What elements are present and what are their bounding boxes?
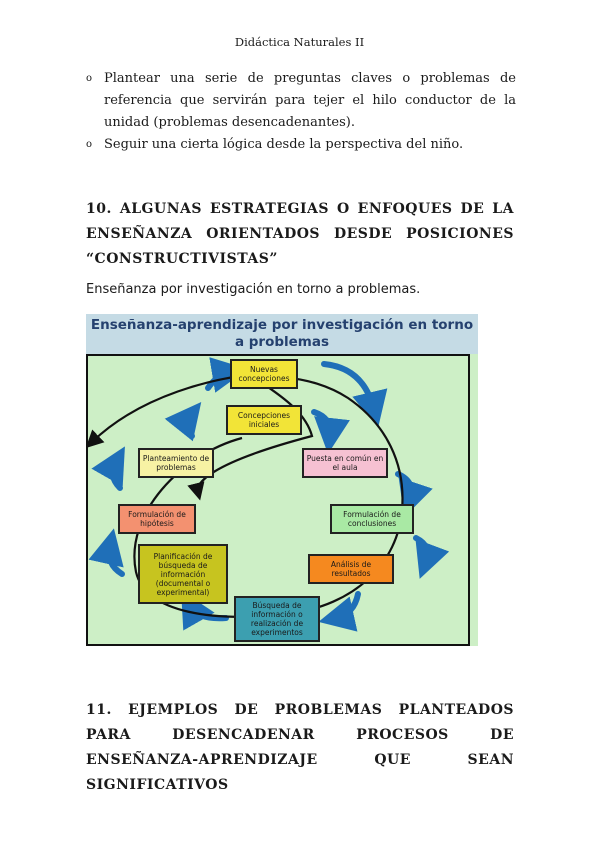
section-10-heading: 10. ALGUNAS ESTRATEGIAS O ENFOQUES DE LA… xyxy=(86,201,514,267)
node-formulacion-hipotesis: Formulación de hipótesis xyxy=(118,504,196,534)
bullet-list: o Plantear una serie de preguntas claves… xyxy=(86,68,516,156)
running-header: Didáctica Naturales II xyxy=(234,35,365,49)
node-puesta-en-comun: Puesta en común en el aula xyxy=(302,448,388,478)
bullet-marker: o xyxy=(86,73,93,84)
blue-arrow-icon xyxy=(318,591,361,632)
diagram-title: Enseñanza-aprendizaje por investigación … xyxy=(86,314,478,354)
diagram-panel-edge xyxy=(470,354,478,646)
section-11-heading: 11. EJEMPLOS DE PROBLEMAS PLANTEADOS PAR… xyxy=(86,702,514,793)
node-busqueda-informacion: Búsqueda de información o realización de… xyxy=(234,596,320,642)
blue-arrow-icon xyxy=(321,361,388,428)
bullet-marker: o xyxy=(86,139,93,150)
blue-arrow-icon xyxy=(91,446,125,491)
bullet-item: o Plantear una serie de preguntas claves… xyxy=(86,68,516,134)
node-concepciones-iniciales: Concepciones iniciales xyxy=(226,405,302,435)
node-nuevas-concepciones: Nuevas concepciones xyxy=(230,359,298,389)
bullet-text: Seguir una cierta lógica desde la perspe… xyxy=(104,137,464,152)
blue-arrow-icon xyxy=(311,409,350,454)
node-planificacion-busqueda: Planificación de búsqueda de información… xyxy=(138,544,228,604)
bullet-item: o Seguir una cierta lógica desde la pers… xyxy=(86,134,516,156)
blue-arrow-icon xyxy=(413,535,450,579)
blue-arrow-icon xyxy=(205,357,248,393)
bullet-text: Plantear una serie de preguntas claves o… xyxy=(104,71,516,130)
node-analisis-resultados: Análisis de resultados xyxy=(308,554,394,584)
intro-paragraph: Enseñanza por investigación en torno a p… xyxy=(86,282,421,297)
blue-arrow-icon xyxy=(164,401,202,442)
blue-arrow-icon xyxy=(181,590,229,631)
node-planteamiento-problemas: Planteamiento de problemas xyxy=(138,448,214,478)
node-formulacion-conclusiones: Formulación de conclusiones xyxy=(330,504,414,534)
investigation-cycle-diagram: Enseñanza-aprendizaje por investigación … xyxy=(86,314,478,646)
blue-arrow-icon xyxy=(88,528,125,577)
